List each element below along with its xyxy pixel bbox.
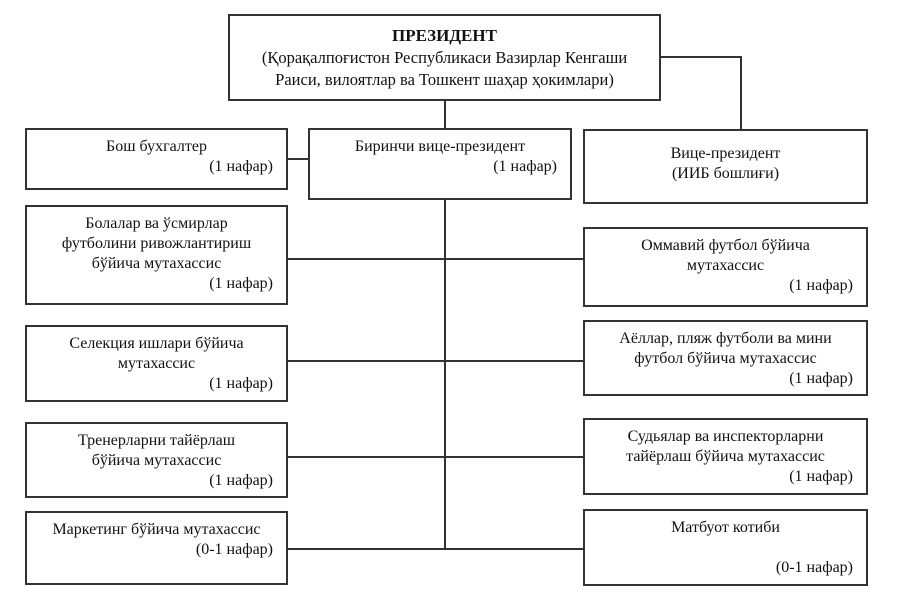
org-box-title: Матбуот котиби bbox=[671, 519, 780, 536]
org-box-title: Маркетинг бўйича мутахассис bbox=[52, 521, 261, 538]
org-box-title: Вице-президент (ИИБ бошлиғи) bbox=[670, 145, 781, 182]
org-box-trenerlar: Тренерларни тайёрлаш бўйича мутахассис (… bbox=[25, 422, 288, 498]
org-box-count: (1 нафар) bbox=[493, 158, 557, 175]
connector-bosh-buxgalter bbox=[288, 158, 308, 160]
org-box-count: (1 нафар) bbox=[209, 275, 273, 292]
connector-row-6 bbox=[288, 548, 583, 550]
org-box-title: Аёллар, пляж футболи ва мини футбол бўйи… bbox=[619, 330, 832, 367]
org-box-ayollar-plyaj-mini: Аёллар, пляж футболи ва мини футбол бўйи… bbox=[583, 320, 868, 396]
org-box-birinchi-vitse-prezident: Биринчи вице-президент (1 нафар) bbox=[308, 128, 572, 200]
president-title: ПРЕЗИДЕНТ bbox=[392, 26, 497, 45]
connector-president-to-vp-vertical bbox=[740, 56, 742, 129]
org-box-title: Биринчи вице-президент bbox=[354, 138, 526, 155]
org-box-vitse-prezident: Вице-президент (ИИБ бошлиғи) bbox=[583, 129, 868, 204]
connector-row-4 bbox=[288, 360, 583, 362]
connector-row-5 bbox=[288, 456, 583, 458]
org-box-president: ПРЕЗИДЕНТ (Қорақалпоғистон Республикаси … bbox=[228, 14, 661, 101]
org-box-matbuot-kotibi: Матбуот котиби (0-1 нафар) bbox=[583, 509, 868, 586]
connector-row-3 bbox=[288, 258, 583, 260]
org-box-title: Оммавий футбол бўйича мутахассис bbox=[641, 237, 810, 274]
org-box-marketing: Маркетинг бўйича мутахассис (0-1 нафар) bbox=[25, 511, 288, 585]
president-subtitle: (Қорақалпоғистон Республикаси Вазирлар К… bbox=[261, 48, 628, 89]
org-box-count: (0-1 нафар) bbox=[195, 541, 273, 558]
connector-president-to-first-vp bbox=[444, 101, 446, 129]
org-box-count: (1 нафар) bbox=[789, 468, 853, 485]
org-box-count: (0-1 нафар) bbox=[775, 559, 853, 576]
org-box-title: Бош бухгалтер bbox=[106, 138, 207, 155]
org-box-title: Селекция ишлари бўйича мутахассис bbox=[69, 335, 244, 372]
org-box-ommaviy-futbol: Оммавий футбол бўйича мутахассис (1 нафа… bbox=[583, 227, 868, 307]
org-box-title: Судьялар ва инспекторларни тайёрлаш бўйи… bbox=[626, 428, 825, 465]
connector-president-to-vp-horizontal bbox=[660, 56, 742, 58]
org-box-title: Болалар ва ўсмирлар футболини ривожланти… bbox=[61, 215, 252, 272]
org-box-bolalar-usmirlar: Болалар ва ўсмирлар футболини ривожланти… bbox=[25, 205, 288, 305]
org-box-title: Тренерларни тайёрлаш бўйича мутахассис bbox=[77, 432, 236, 469]
connector-main-trunk bbox=[444, 200, 446, 550]
org-box-count: (1 нафар) bbox=[789, 370, 853, 387]
org-box-bosh-buxgalter: Бош бухгалтер (1 нафар) bbox=[25, 128, 288, 190]
org-box-seleksiya: Селекция ишлари бўйича мутахассис (1 наф… bbox=[25, 325, 288, 402]
org-box-count: (1 нафар) bbox=[789, 277, 853, 294]
org-box-sudyalar-inspektorlar: Судьялар ва инспекторларни тайёрлаш бўйи… bbox=[583, 418, 868, 495]
org-box-count: (1 нафар) bbox=[209, 375, 273, 392]
org-box-count: (1 нафар) bbox=[209, 158, 273, 175]
org-box-count: (1 нафар) bbox=[209, 472, 273, 489]
